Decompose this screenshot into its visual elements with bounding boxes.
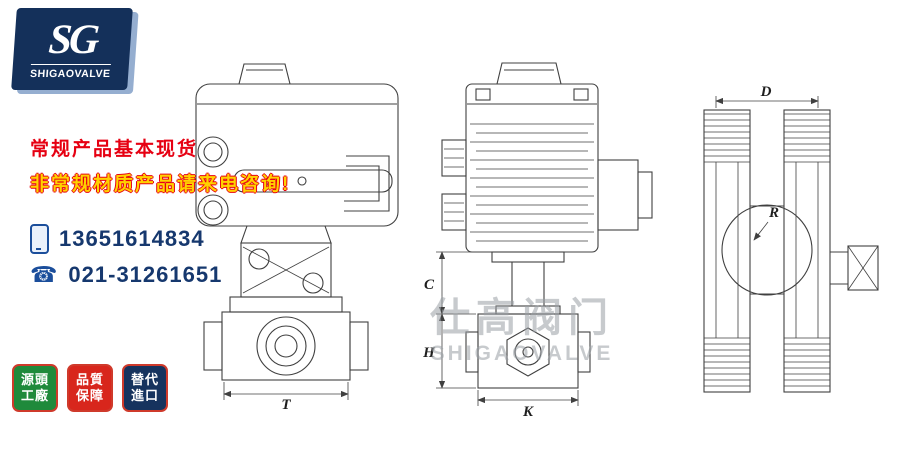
cable-gland <box>197 136 229 168</box>
certification-badges: 源頭 工廠 品質 保障 替代 進口 <box>12 364 168 412</box>
landline-number: 021-31261651 <box>68 262 223 287</box>
telephone-icon: ☎ <box>30 262 59 288</box>
promo-line2: 非常规材质产品请来电咨询! <box>30 174 291 195</box>
mobile-phone-icon <box>30 224 49 254</box>
promo-text: 常规产品基本现货 非常规材质产品请来电咨询! <box>30 134 290 196</box>
hex-end <box>506 327 550 377</box>
promo-line1: 常规产品基本现货 <box>30 139 199 160</box>
nameplate <box>233 169 393 193</box>
cable-gland <box>441 139 467 177</box>
badge-import-substitute: 替代 進口 <box>122 364 168 412</box>
dimension-labels: T C H K D R <box>281 84 779 420</box>
valve-port <box>256 316 316 376</box>
mobile-row: 13651614834 <box>30 224 222 254</box>
dimension-label-h: H <box>422 345 436 361</box>
company-logo: SG SHIGAOVALVE <box>11 8 133 90</box>
dimension-label-c: C <box>424 277 435 293</box>
thread-hatch <box>704 113 750 163</box>
thread-hatch <box>784 337 830 387</box>
cable-gland <box>197 194 229 226</box>
front-view-actuator-valve <box>195 63 399 400</box>
logo-name: SHIGAOVALVE <box>29 63 112 80</box>
dimension-label-d: D <box>760 84 772 100</box>
cable-gland <box>441 193 467 231</box>
ball <box>721 204 813 296</box>
stem-packing <box>847 245 879 291</box>
contact-info: 13651614834 ☎ 021-31261651 <box>30 224 222 296</box>
terminal-box <box>597 159 639 231</box>
landline-row: ☎ 021-31261651 <box>30 262 222 288</box>
badge-quality-guarantee: 品質 保障 <box>67 364 113 412</box>
thread-hatch <box>784 113 830 163</box>
section-view-valve <box>703 96 879 393</box>
mobile-number: 13651614834 <box>59 226 205 251</box>
side-view-actuator-valve <box>436 62 653 406</box>
dimension-label-k: K <box>522 404 534 420</box>
dimension-label-t: T <box>281 397 291 413</box>
dimension-label-r: R <box>768 205 779 221</box>
valve-body <box>221 311 351 381</box>
badge-source-factory: 源頭 工廠 <box>12 364 58 412</box>
logo-initials: SG <box>47 16 99 63</box>
thread-hatch <box>704 337 750 387</box>
cooling-fins <box>470 123 594 242</box>
valve-body <box>477 313 579 389</box>
